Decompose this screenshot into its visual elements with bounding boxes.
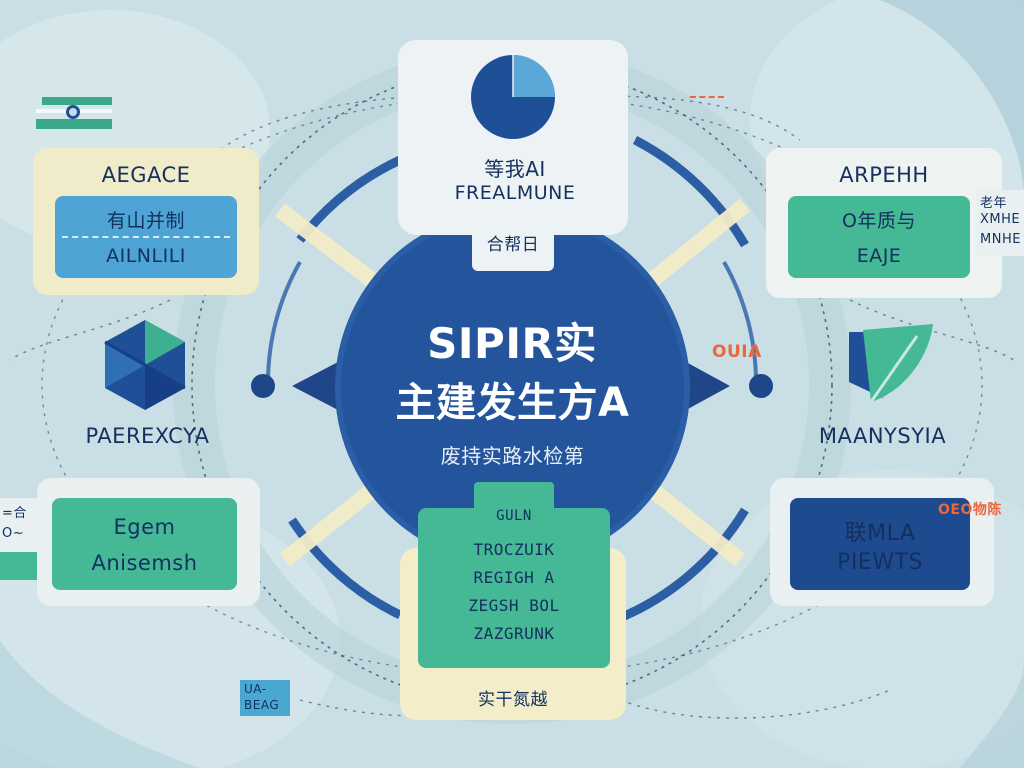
center-caption: 废持实路水检第 bbox=[440, 444, 585, 468]
top-left-card-inner-line1: 有山并制 bbox=[106, 210, 185, 232]
bottom-small-tag-line2: BEAG bbox=[244, 698, 280, 712]
top-right-card-title: ARPEHH bbox=[839, 163, 929, 187]
mid-right-orange-tag: OUIA bbox=[712, 342, 762, 362]
left-edge-tag-bar bbox=[0, 552, 40, 580]
top-card-footer: 合帮日 bbox=[486, 235, 540, 255]
top-card-line2: FREALMUNE bbox=[454, 182, 576, 204]
top-left-card-divider bbox=[62, 236, 230, 238]
top-right-card-inner-line2: EAJE bbox=[856, 245, 902, 267]
hexagon-cube-icon bbox=[104, 320, 186, 410]
bottom-card-line-3: ZEGSH BOL bbox=[468, 596, 560, 615]
bottom-card-header: GULN bbox=[496, 508, 532, 524]
left-edge-text-2: O~ bbox=[2, 526, 25, 541]
bottom-small-tag bbox=[240, 680, 290, 716]
top-left-card-inner-line2: AILNLILI bbox=[106, 245, 186, 267]
left-edge-text-1: =合 bbox=[2, 506, 27, 521]
top-card-footer-tab bbox=[472, 225, 554, 271]
bottom-right-card-inner bbox=[790, 498, 970, 590]
top-right-card-inner bbox=[788, 196, 970, 278]
bottom-card-footer: 实干氮越 bbox=[478, 690, 548, 710]
bottom-card-line-4: ZAZGRUNK bbox=[473, 624, 555, 643]
leaf-shield-icon bbox=[849, 324, 933, 403]
mid-right-label: MAANYSYIA bbox=[818, 424, 947, 448]
top-left-card-title: AEGACE bbox=[101, 163, 191, 187]
top-card-line1: 等我AI bbox=[484, 157, 546, 181]
top-left-flag bbox=[36, 97, 112, 133]
bottom-left-card-line2: Anisemsh bbox=[91, 551, 198, 575]
top-right-accent bbox=[690, 96, 724, 100]
center-title: SIPIR实 bbox=[427, 319, 597, 368]
bottom-card-line-1: TROCZUIK bbox=[473, 540, 555, 559]
center-subtitle: 主建发生方A bbox=[395, 380, 630, 426]
right-edge-text-3: MNHE bbox=[980, 232, 1021, 247]
bottom-right-card-line2: PIEWTS bbox=[837, 550, 923, 575]
bottom-right-card-line1: 联MLA bbox=[844, 521, 916, 546]
bottom-left-card-line1: Egem bbox=[113, 515, 176, 539]
bottom-small-tag-line1: UA- bbox=[244, 682, 267, 696]
right-edge-text-1: 老年 bbox=[980, 196, 1008, 211]
pie-chart-icon bbox=[471, 55, 555, 139]
bottom-card-line-2: REGIGH A bbox=[473, 568, 555, 587]
right-edge-tag bbox=[976, 190, 1024, 256]
right-edge-text-2: XMHE bbox=[980, 212, 1021, 227]
mid-left-label: PAEREXCYA bbox=[85, 424, 210, 448]
bottom-card-header-tab bbox=[474, 482, 554, 512]
bottom-card-inner bbox=[418, 508, 610, 668]
top-right-card-inner-line1: O年质与 bbox=[842, 210, 916, 232]
bottom-right-orange-tag: OEO物陈 bbox=[938, 502, 1002, 518]
bottom-left-card-inner bbox=[52, 498, 237, 590]
